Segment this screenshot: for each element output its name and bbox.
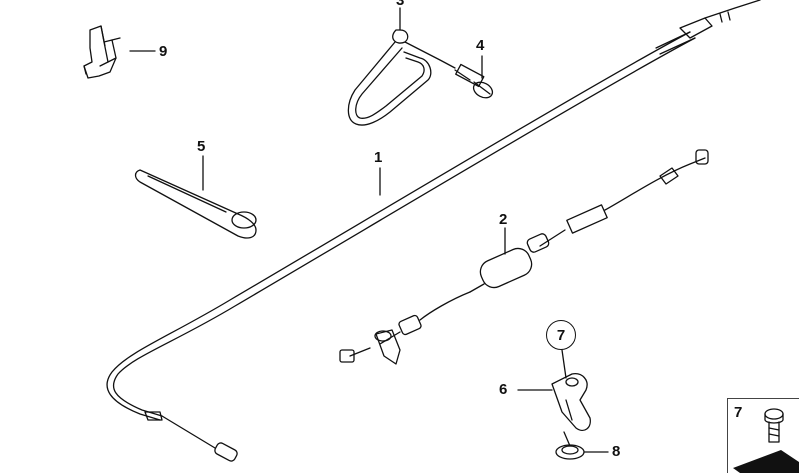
callout-2: 2 [499, 211, 508, 228]
legend-label: 7 [734, 404, 743, 421]
cable-2-part [339, 149, 709, 365]
callout-4: 4 [476, 37, 485, 54]
bracket-part [347, 7, 456, 126]
nut-part [555, 431, 585, 460]
callout-9: 9 [159, 43, 168, 60]
callout-3: 3 [396, 0, 405, 9]
lever-part [134, 169, 257, 239]
cable-1-part [106, 0, 761, 462]
clip-part [83, 25, 121, 79]
callout-8: 8 [612, 443, 621, 460]
callout-7-circled: 7 [546, 320, 576, 350]
bolt-part [454, 63, 494, 99]
callout-6: 6 [499, 381, 508, 398]
callout-5: 5 [197, 138, 206, 155]
leader-7 [561, 349, 567, 379]
callout-1: 1 [374, 149, 383, 166]
legend-box [727, 398, 799, 473]
legend-arrow-icon [733, 450, 799, 473]
small-bracket-part [551, 373, 591, 432]
legend-screw-icon [764, 408, 784, 443]
